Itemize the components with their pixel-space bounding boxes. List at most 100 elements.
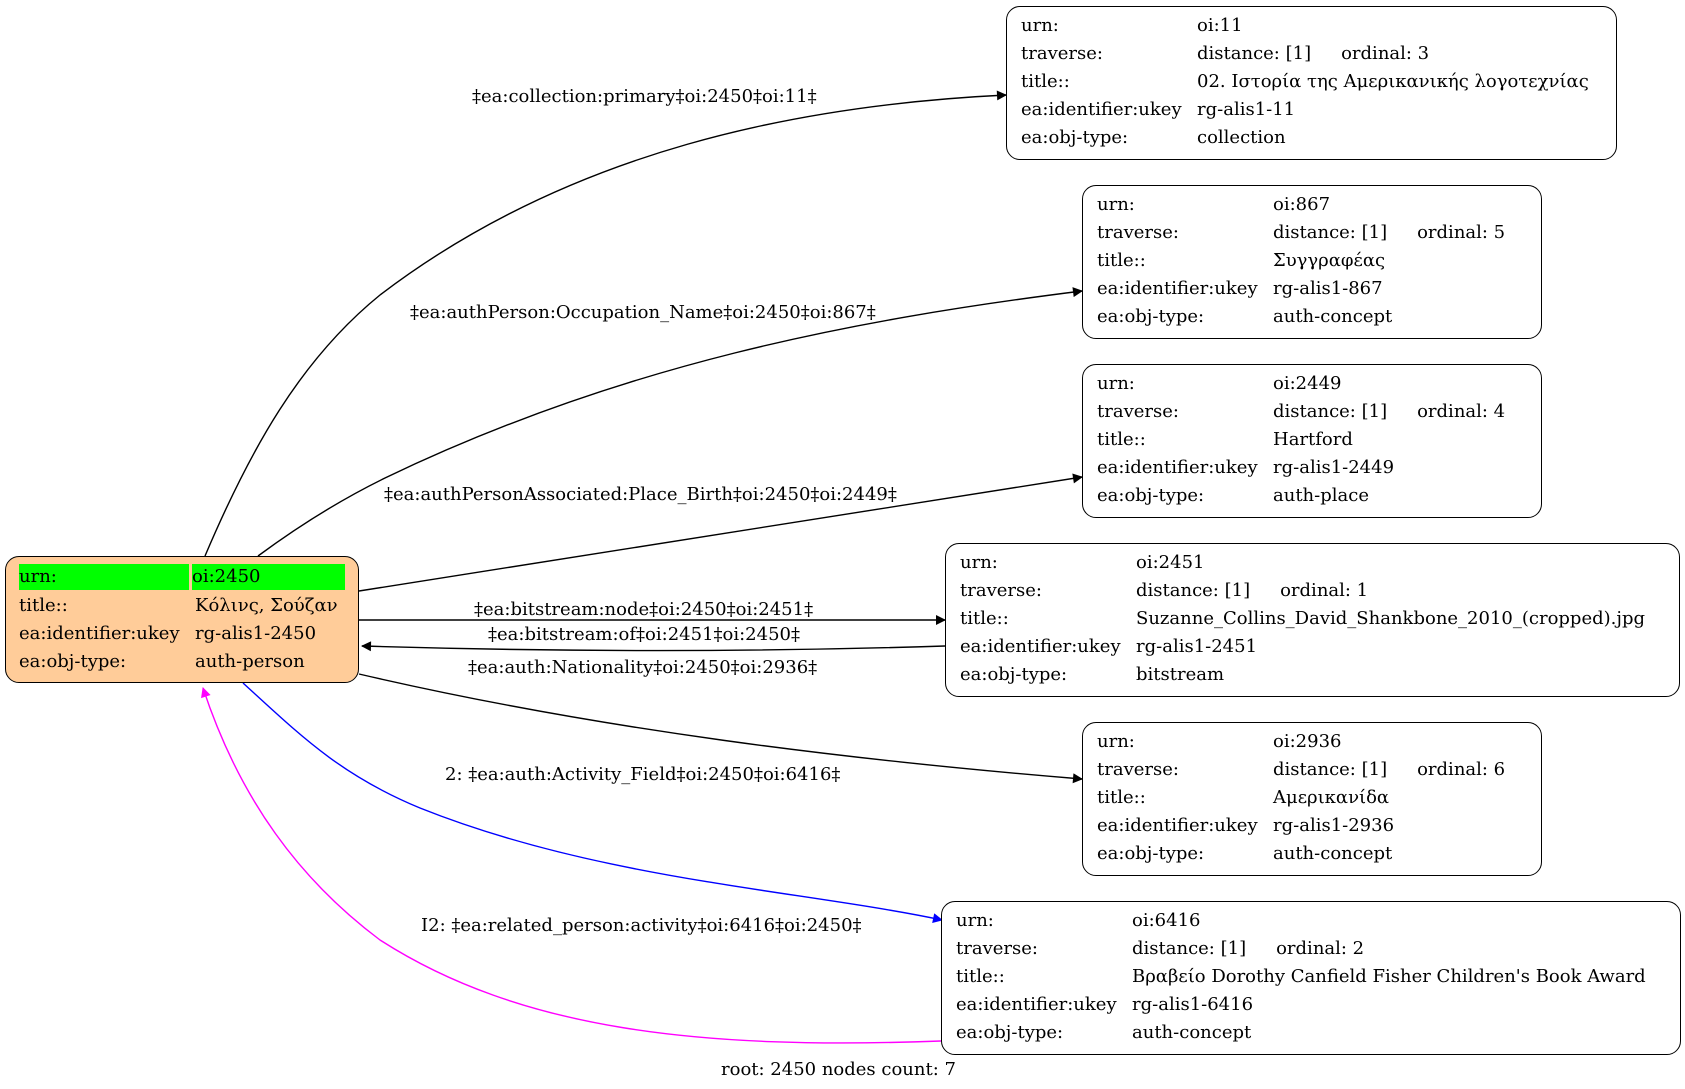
value-distance: distance: [1] [1197,42,1312,64]
node-oi-2936[interactable]: urn: oi:2936 traverse: distance: [1]ordina… [1082,722,1542,876]
value-urn: oi:2936 [1273,730,1342,752]
value-traverse: distance: [1] ordinal: 1 [1136,580,1368,601]
value-obj-type: auth-concept [1273,305,1393,327]
key-traverse: traverse: [960,579,1042,601]
value-traverse: distance: [1] ordinal: 2 [1132,938,1364,959]
key-traverse: traverse: [956,937,1038,959]
value-ordinal: ordinal: 3 [1341,42,1430,64]
value-urn: oi:6416 [1132,909,1201,931]
key-ukey: ea:identifier:ukey [956,993,1117,1015]
value-ordinal: ordinal: 6 [1417,758,1506,780]
value-ukey: rg-alis1-867 [1273,277,1383,299]
edge-occupation-name [257,287,1083,557]
value-ordinal: ordinal: 5 [1417,221,1506,243]
key-urn: urn: [956,909,994,931]
edge-related-person-activity [201,687,942,1044]
key-traverse: traverse: [1097,400,1179,422]
edge-label-related-person-activity: I2: ‡ea:related_person:activity‡oi:6416‡… [421,915,862,936]
value-obj-type: auth-concept [1132,1021,1252,1043]
key-title: title:: [1097,786,1146,808]
node-oi-11[interactable]: urn: oi:11 traverse: distance: [1] ordinal:… [1006,6,1617,160]
value-distance: distance: [1] [1273,400,1388,422]
key-obj-type: ea:obj-type: [1021,126,1129,148]
value-traverse: distance: [1] ordinal: 3 [1197,43,1429,64]
root-key-ukey: ea:identifier:ukey [19,622,180,644]
key-obj-type: ea:obj-type: [1097,484,1205,506]
graph-footer: root: 2450 nodes count: 7 [721,1059,956,1080]
key-traverse: traverse: [1021,42,1103,64]
key-urn: urn: [1021,14,1059,36]
root-value-title: Κόλινς, Σούζαν [195,594,338,616]
edge-nationality [358,673,1083,784]
value-ukey: rg-alis1-2936 [1273,814,1395,836]
edge-label-place-birth: ‡ea:authPersonAssociated:Place_Birth‡oi:… [384,484,897,505]
value-title: Suzanne_Collins_David_Shankbone_2010_(cr… [1136,607,1646,629]
edge-activity-field [242,682,943,924]
value-distance: distance: [1] [1132,937,1247,959]
key-ukey: ea:identifier:ukey [1021,98,1182,120]
edge-collection-primary [204,90,1007,557]
value-title: Βραβείο Dorothy Canfield Fisher Children… [1132,965,1646,987]
value-urn: oi:867 [1273,193,1331,215]
key-obj-type: ea:obj-type: [1097,842,1205,864]
value-ukey: rg-alis1-6416 [1132,993,1254,1015]
value-obj-type: bitstream [1136,663,1225,685]
edge-place-birth [358,473,1083,592]
value-ordinal: ordinal: 4 [1417,400,1506,422]
value-urn: oi:2449 [1273,372,1342,394]
key-urn: urn: [960,551,998,573]
key-traverse: traverse: [1097,758,1179,780]
root-value-obj-type: auth-person [195,650,305,672]
key-urn: urn: [1097,193,1135,215]
edge-label-bitstream-node: ‡ea:bitstream:node‡oi:2450‡oi:2451‡ [474,599,814,620]
root-key-obj-type: ea:obj-type: [19,650,127,672]
value-ordinal: ordinal: 2 [1276,937,1365,959]
root-row-urn: urn: oi:2450 [19,563,346,591]
key-obj-type: ea:obj-type: [960,663,1068,685]
key-title: title:: [960,607,1009,629]
value-title: Αμερικανίδα [1273,786,1390,808]
value-ukey: rg-alis1-11 [1197,98,1296,120]
node-oi-6416[interactable]: urn: oi:6416 traverse: distance: [1] ordina… [941,901,1681,1055]
root-row-obj-type: ea:obj-type: auth-person [19,647,346,675]
root-row-ukey: ea:identifier:ukey rg-alis1-2450 [19,619,346,647]
key-urn: urn: [1097,730,1135,752]
value-obj-type: auth-place [1273,484,1369,506]
key-title: title:: [1097,249,1146,271]
value-obj-type: auth-concept [1273,842,1393,864]
key-obj-type: ea:obj-type: [956,1021,1064,1043]
value-distance: distance: [1] [1136,579,1251,601]
value-urn: oi:2451 [1136,551,1205,573]
edge-label-activity-field: 2: ‡ea:auth:Activity_Field‡oi:2450‡oi:64… [445,764,841,785]
value-urn: oi:11 [1197,14,1243,36]
key-title: title:: [1021,70,1070,92]
root-key-urn: urn: [19,564,189,590]
value-traverse: distance: [1]ordinal: 6 [1273,759,1505,780]
value-title: Hartford [1273,428,1353,450]
edge-label-collection-primary: ‡ea:collection:primary‡oi:2450‡oi:11‡ [472,86,817,107]
node-oi-867[interactable]: urn:oi:867 traverse:distance: [1]ordinal… [1082,185,1542,339]
value-title: Συγγραφέας [1273,249,1386,271]
root-value-urn: oi:2450 [192,564,345,590]
key-ukey: ea:identifier:ukey [960,635,1121,657]
value-ukey: rg-alis1-2449 [1273,456,1395,478]
key-title: title:: [1097,428,1146,450]
root-key-title: title:: [19,594,68,616]
key-urn: urn: [1097,372,1135,394]
key-title: title:: [956,965,1005,987]
value-title: 02. Ιστορία της Αμερικανικής λογοτεχνίας [1197,70,1589,92]
value-ukey: rg-alis1-2451 [1136,635,1258,657]
key-ukey: ea:identifier:ukey [1097,814,1258,836]
value-ordinal: ordinal: 1 [1280,579,1369,601]
value-obj-type: collection [1197,126,1286,148]
root-row-title: title:: Κόλινς, Σούζαν [19,591,346,619]
root-node[interactable]: urn: oi:2450 title:: Κόλινς, Σούζαν ea:i… [5,556,359,683]
node-oi-2451[interactable]: urn: oi:2451 traverse: distance: [1] ordina… [945,543,1680,697]
key-traverse: traverse: [1097,221,1179,243]
key-ukey: ea:identifier:ukey [1097,456,1258,478]
root-value-ukey: rg-alis1-2450 [195,622,317,644]
edge-label-nationality: ‡ea:auth:Nationality‡oi:2450‡oi:2936‡ [468,657,818,678]
node-oi-2449[interactable]: urn: oi:2449 traverse: distance: [1] ordina… [1082,364,1542,518]
value-traverse: distance: [1] ordinal: 4 [1273,401,1505,422]
